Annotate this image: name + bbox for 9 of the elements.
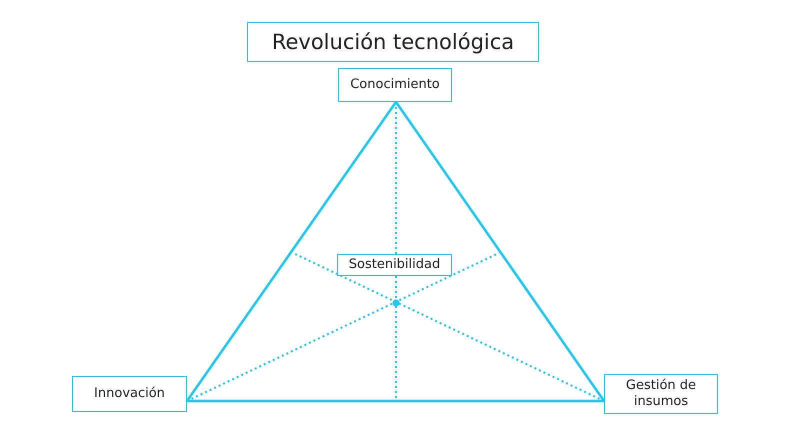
- center-label-box: Sostenibilidad: [337, 254, 452, 276]
- triangle-side: [394, 101, 606, 402]
- triangle-side: [186, 101, 398, 402]
- vertex-label-box: Conocimiento: [338, 68, 452, 102]
- title: Revolución tecnológica: [247, 22, 539, 62]
- vertex-label-box: Gestión de insumos: [604, 374, 718, 414]
- vertex-label-box: Innovación: [72, 376, 187, 412]
- triangle-side: [187, 400, 604, 402]
- dotted-line: [395, 276, 397, 400]
